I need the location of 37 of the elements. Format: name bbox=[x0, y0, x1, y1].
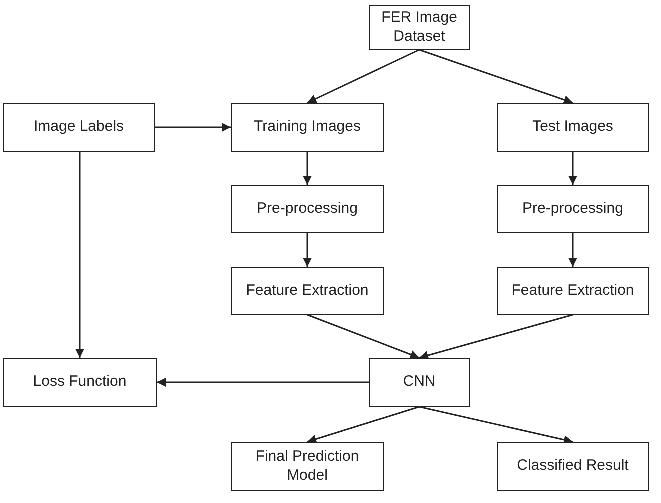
box-label: Feature Extraction bbox=[512, 282, 634, 300]
box-label: CNN bbox=[403, 373, 436, 392]
arrow bbox=[568, 152, 578, 185]
box-label: Training Images bbox=[254, 118, 361, 137]
arrow bbox=[303, 233, 312, 267]
process-box bbox=[231, 185, 384, 233]
box-label: Classified Result bbox=[517, 457, 629, 476]
box-label: Image Labels bbox=[34, 118, 124, 137]
box-label: Pre-processing bbox=[522, 200, 624, 218]
arrow bbox=[307, 406, 420, 444]
box-label: Final Prediction Model bbox=[254, 448, 360, 486]
process-box bbox=[497, 185, 649, 233]
process-box bbox=[497, 103, 649, 152]
arrow bbox=[307, 314, 420, 359]
arrow bbox=[568, 233, 578, 267]
process-box bbox=[497, 267, 649, 315]
arrow bbox=[155, 123, 231, 132]
arrow bbox=[303, 152, 312, 185]
arrow bbox=[419, 314, 574, 360]
box-label: Pre-processing bbox=[257, 200, 358, 218]
process-box bbox=[231, 267, 384, 315]
process-box bbox=[369, 5, 470, 50]
arrow bbox=[419, 49, 574, 104]
box-label: Test Images bbox=[532, 118, 614, 137]
process-box bbox=[231, 103, 384, 152]
arrow bbox=[419, 406, 574, 444]
process-box bbox=[497, 442, 649, 491]
process-box bbox=[3, 358, 157, 407]
process-box bbox=[369, 358, 470, 407]
arrow bbox=[157, 378, 369, 387]
process-box bbox=[3, 103, 155, 152]
arrow bbox=[307, 49, 420, 104]
box-label: Feature Extraction bbox=[246, 282, 369, 300]
box-label: Loss Function bbox=[33, 373, 127, 392]
box-label: FER Image Dataset bbox=[380, 8, 458, 46]
process-box bbox=[231, 442, 384, 491]
arrow bbox=[76, 152, 84, 358]
